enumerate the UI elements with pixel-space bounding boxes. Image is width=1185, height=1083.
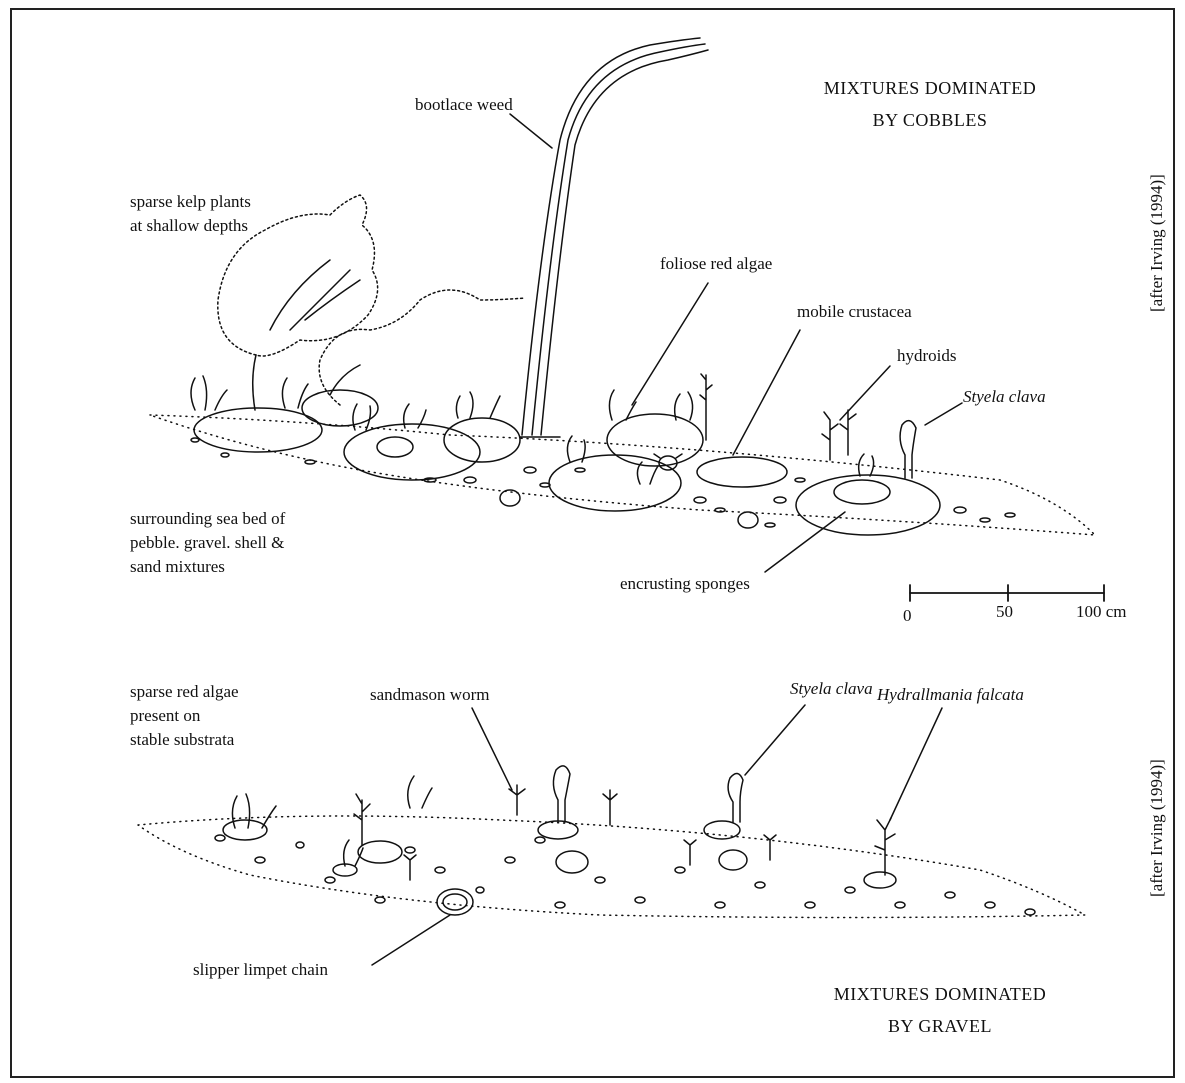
scale-bar bbox=[910, 585, 1104, 601]
slipper-limpet-chain bbox=[437, 889, 473, 915]
scale-label-50: 50 bbox=[996, 602, 1013, 622]
label-foliose-red-algae: foliose red algae bbox=[660, 252, 772, 276]
bottom-title-line1: MIXTURES DOMINATED bbox=[790, 978, 1090, 1010]
label-red-algae: sparse red algae present on stable subst… bbox=[130, 680, 239, 752]
scale-label-0: 0 bbox=[903, 606, 912, 626]
hydroids-illustration bbox=[700, 374, 856, 460]
top-panel-title: MIXTURES DOMINATED BY COBBLES bbox=[780, 72, 1080, 136]
bottom-leader-lines bbox=[372, 705, 942, 965]
top-leader-lines bbox=[510, 114, 962, 572]
label-kelp-line2: at shallow depths bbox=[130, 214, 251, 238]
label-seabed-line1: surrounding sea bed of bbox=[130, 507, 285, 531]
top-title-line1: MIXTURES DOMINATED bbox=[780, 72, 1080, 104]
bottom-title-line2: BY GRAVEL bbox=[790, 1010, 1090, 1042]
label-hydroids: hydroids bbox=[897, 344, 957, 368]
label-kelp-line1: sparse kelp plants bbox=[130, 190, 251, 214]
label-sandmason-worm: sandmason worm bbox=[370, 683, 489, 707]
label-mobile-crustacea: mobile crustacea bbox=[797, 300, 912, 324]
label-styela-clava-bottom: Styela clava bbox=[790, 677, 873, 701]
styela-clava-bottom bbox=[553, 766, 743, 822]
bootlace-weed bbox=[520, 38, 708, 437]
top-seabed-outline bbox=[150, 415, 1095, 535]
top-pebbles bbox=[191, 438, 1015, 527]
label-red-algae-line3: stable substrata bbox=[130, 728, 239, 752]
label-styela-clava-top: Styela clava bbox=[963, 385, 1046, 409]
label-red-algae-line2: present on bbox=[130, 704, 239, 728]
label-seabed-line2: pebble. gravel. shell & bbox=[130, 531, 285, 555]
label-slipper-limpet: slipper limpet chain bbox=[193, 958, 328, 982]
bottom-seabed-outline bbox=[138, 816, 1085, 918]
bottom-citation: [after Irving (1994)] bbox=[1147, 759, 1167, 897]
hydrallmania-falcata-illustration bbox=[875, 818, 895, 875]
label-hydrallmania-falcata: Hydrallmania falcata bbox=[877, 683, 1024, 707]
bottom-panel-title: MIXTURES DOMINATED BY GRAVEL bbox=[790, 978, 1090, 1042]
label-seabed: surrounding sea bed of pebble. gravel. s… bbox=[130, 507, 285, 579]
top-title-line2: BY COBBLES bbox=[780, 104, 1080, 136]
label-red-algae-line1: sparse red algae bbox=[130, 680, 239, 704]
bottom-pebbles-and-shells bbox=[223, 820, 896, 888]
label-seabed-line3: sand mixtures bbox=[130, 555, 285, 579]
kelp-plants bbox=[218, 195, 525, 410]
label-kelp: sparse kelp plants at shallow depths bbox=[130, 190, 251, 238]
scale-label-100: 100 cm bbox=[1076, 602, 1127, 622]
label-encrusting-sponges: encrusting sponges bbox=[620, 572, 750, 596]
styela-clava-top bbox=[900, 421, 916, 478]
label-bootlace-weed: bootlace weed bbox=[415, 93, 513, 117]
top-citation: [after Irving (1994)] bbox=[1147, 174, 1167, 312]
sandmason-worms bbox=[404, 785, 776, 880]
